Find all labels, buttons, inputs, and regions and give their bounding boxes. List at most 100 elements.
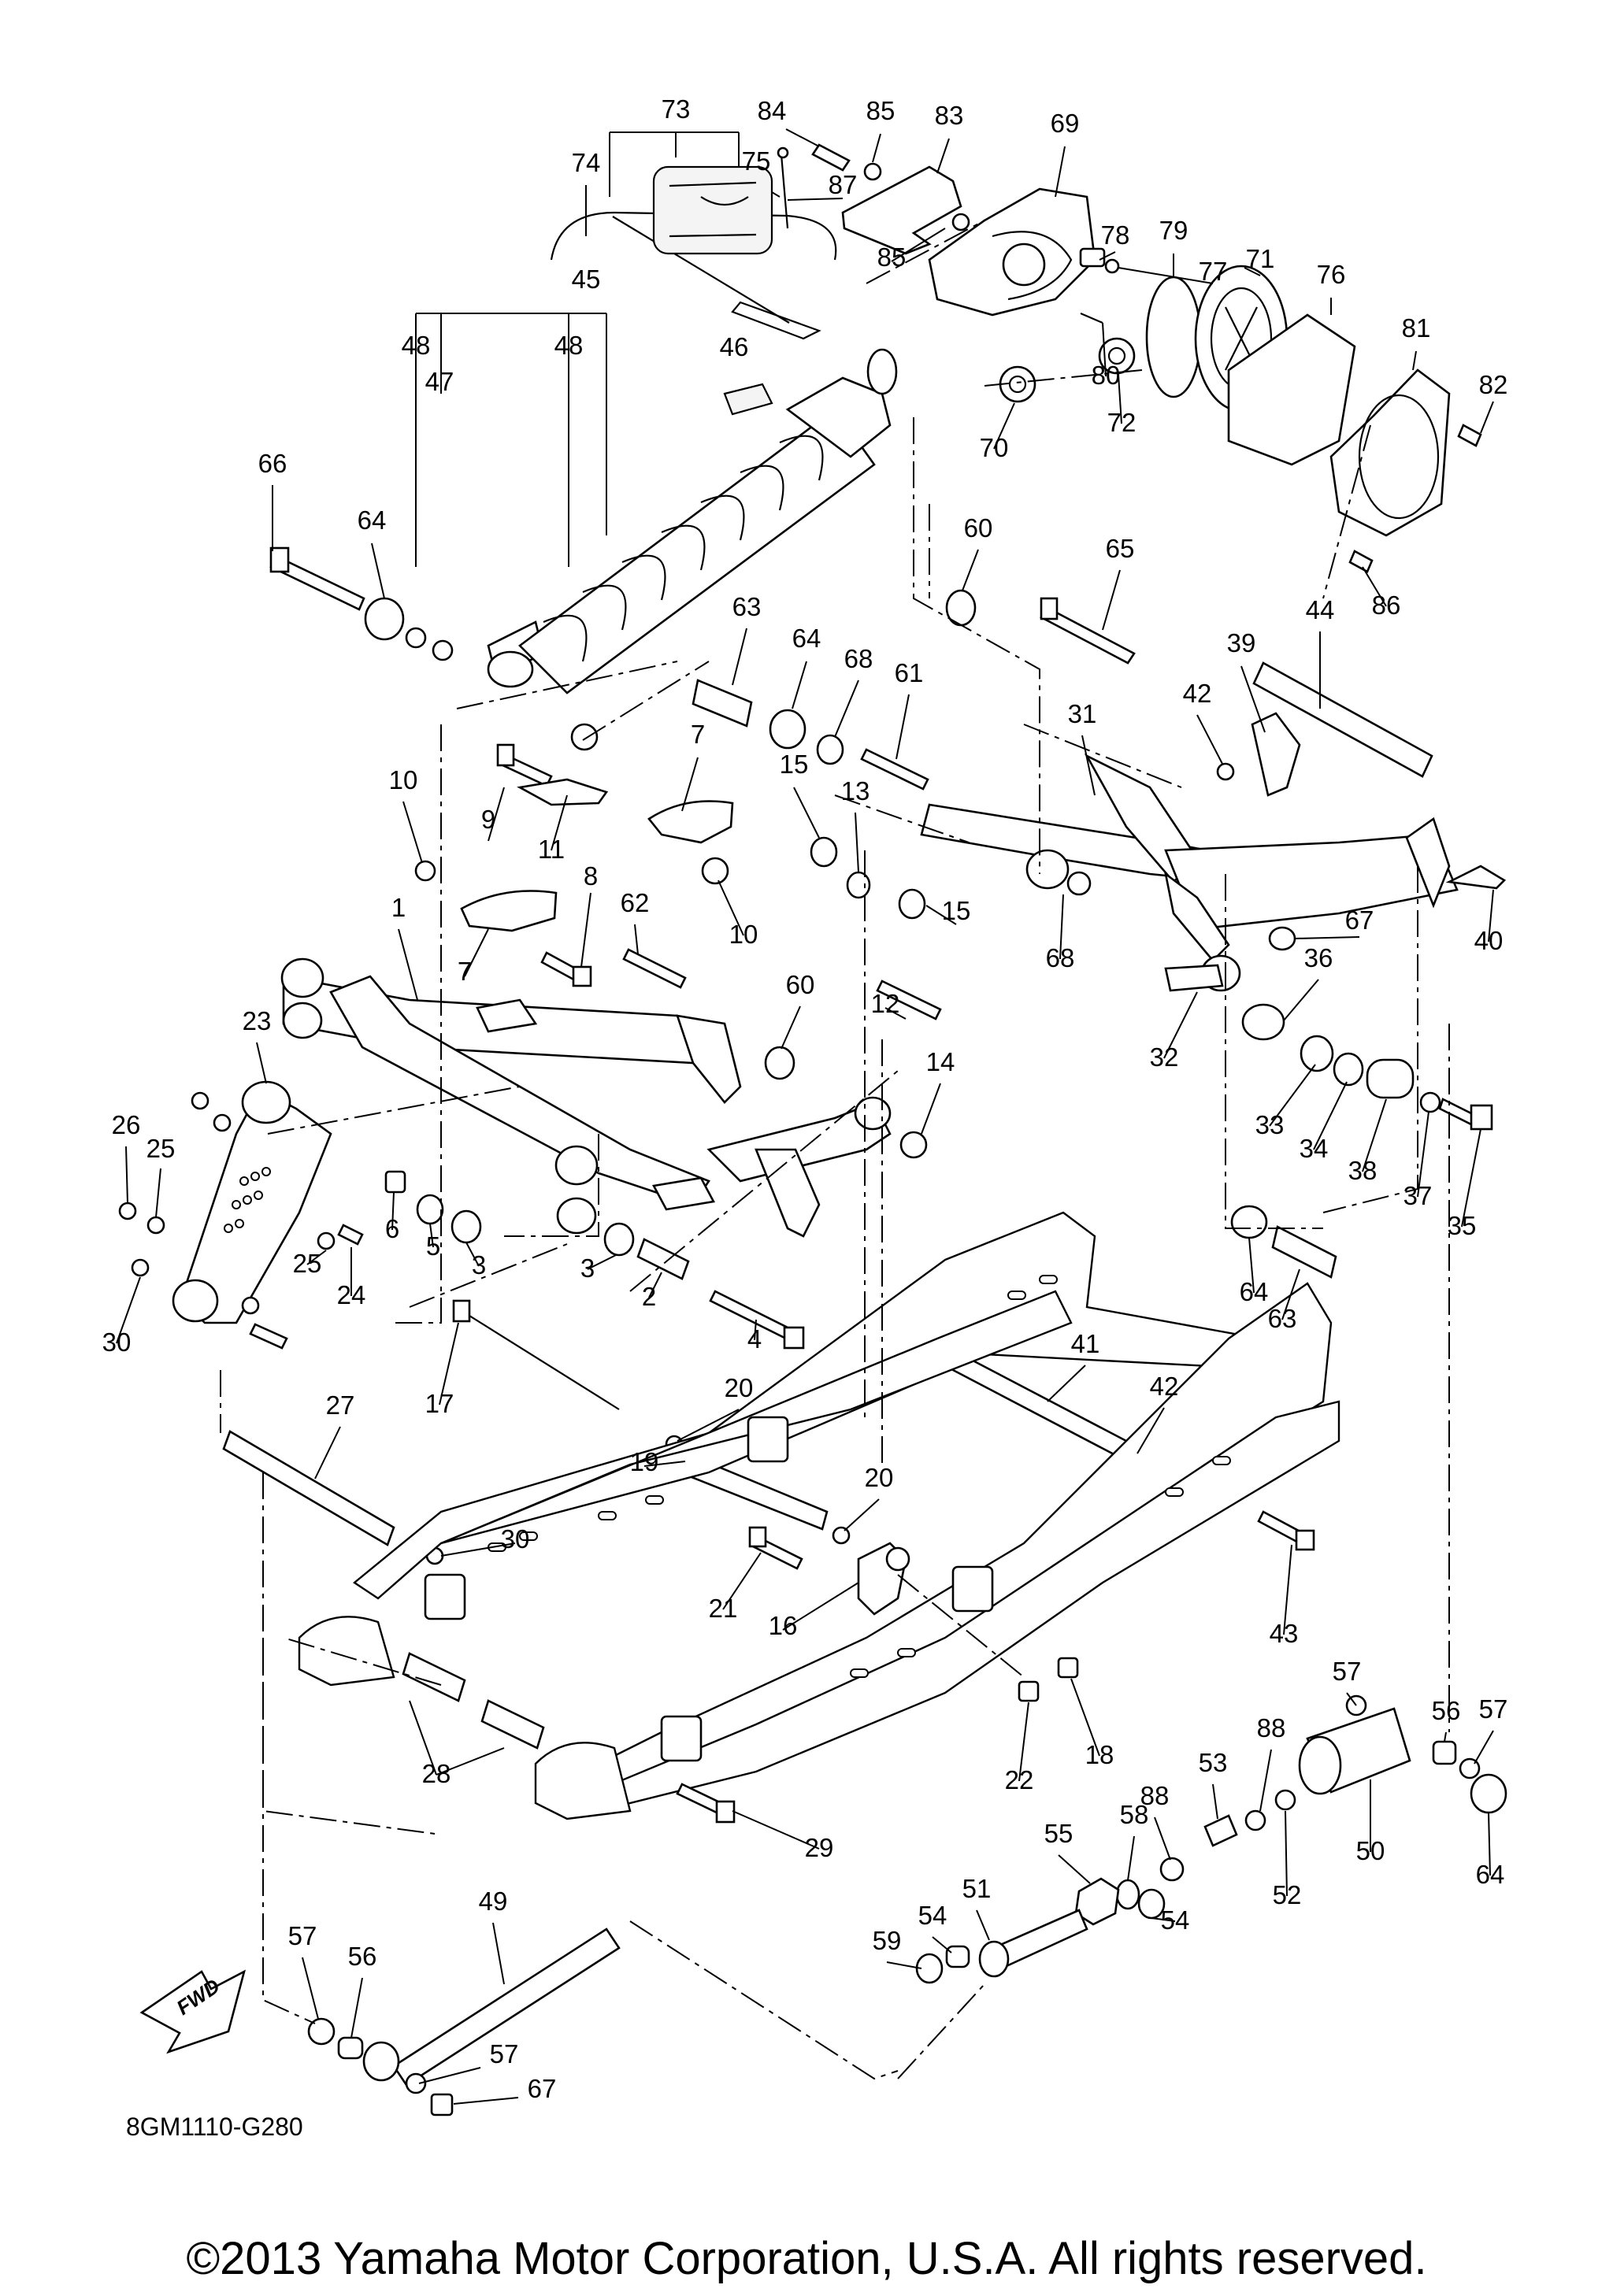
callout-57: 57 xyxy=(1333,1657,1362,1686)
callout-15: 15 xyxy=(942,896,971,925)
callout-32: 32 xyxy=(1150,1042,1179,1072)
callout-60: 60 xyxy=(964,513,993,543)
callout-55: 55 xyxy=(1044,1819,1073,1848)
callout-36: 36 xyxy=(1304,943,1333,972)
callout-48: 48 xyxy=(402,331,431,360)
callout-85: 85 xyxy=(877,243,907,272)
callout-87: 87 xyxy=(829,170,858,199)
callout-82: 82 xyxy=(1479,370,1508,399)
callout-80: 80 xyxy=(1092,361,1121,390)
callout-39: 39 xyxy=(1227,628,1256,657)
callout-19: 19 xyxy=(630,1447,659,1476)
callout-66: 66 xyxy=(258,449,287,478)
callout-5: 5 xyxy=(426,1231,440,1261)
callout-73: 73 xyxy=(662,94,691,124)
callout-38: 38 xyxy=(1348,1156,1378,1185)
callout-20: 20 xyxy=(725,1373,754,1402)
callout-63: 63 xyxy=(732,592,762,621)
callout-57: 57 xyxy=(1479,1694,1508,1724)
callout-4: 4 xyxy=(747,1324,762,1354)
callout-54: 54 xyxy=(1161,1905,1190,1935)
callout-9: 9 xyxy=(481,805,495,834)
callout-64: 64 xyxy=(1240,1277,1269,1306)
callout-33: 33 xyxy=(1255,1110,1285,1139)
callout-71: 71 xyxy=(1246,244,1275,273)
callout-46: 46 xyxy=(720,332,749,361)
callout-25: 25 xyxy=(293,1249,322,1278)
callout-74: 74 xyxy=(572,148,601,177)
callout-43: 43 xyxy=(1270,1619,1299,1648)
callout-54: 54 xyxy=(918,1901,947,1930)
callout-37: 37 xyxy=(1403,1181,1433,1210)
callout-79: 79 xyxy=(1159,216,1188,245)
callout-41: 41 xyxy=(1071,1329,1100,1358)
callout-17: 17 xyxy=(425,1389,454,1418)
callout-13: 13 xyxy=(841,776,870,805)
callout-20: 20 xyxy=(865,1463,894,1492)
callout-29: 29 xyxy=(805,1833,834,1862)
callout-30: 30 xyxy=(501,1524,530,1554)
callout-10: 10 xyxy=(389,765,418,794)
callout-31: 31 xyxy=(1068,699,1097,728)
callout-85: 85 xyxy=(866,96,895,125)
callout-84: 84 xyxy=(758,96,787,125)
callout-40: 40 xyxy=(1474,926,1504,955)
callout-88: 88 xyxy=(1257,1713,1286,1742)
callout-25: 25 xyxy=(146,1134,176,1163)
callout-6: 6 xyxy=(385,1214,399,1243)
callout-14: 14 xyxy=(926,1047,955,1076)
callout-23: 23 xyxy=(243,1006,272,1035)
callout-56: 56 xyxy=(348,1942,377,1971)
callout-28: 28 xyxy=(422,1759,451,1788)
callout-64: 64 xyxy=(792,624,821,653)
callout-24: 24 xyxy=(337,1280,366,1309)
callout-68: 68 xyxy=(844,644,873,673)
callout-59: 59 xyxy=(873,1926,902,1955)
callout-16: 16 xyxy=(769,1611,798,1640)
callout-3: 3 xyxy=(580,1254,595,1283)
callout-10: 10 xyxy=(729,920,758,949)
diagram-code: 8GM1110-G280 xyxy=(126,2113,303,2141)
callout-42: 42 xyxy=(1150,1372,1179,1401)
callout-21: 21 xyxy=(709,1594,738,1623)
callout-12: 12 xyxy=(871,989,900,1018)
callout-8: 8 xyxy=(584,861,598,891)
callout-42: 42 xyxy=(1183,679,1212,708)
callout-64: 64 xyxy=(358,505,387,535)
callout-15: 15 xyxy=(780,750,809,779)
callout-76: 76 xyxy=(1317,260,1346,289)
callout-34: 34 xyxy=(1300,1134,1329,1163)
callout-64: 64 xyxy=(1476,1860,1505,1889)
callout-48: 48 xyxy=(554,331,584,360)
callout-49: 49 xyxy=(479,1887,508,1916)
callout-62: 62 xyxy=(621,888,650,917)
callout-58: 58 xyxy=(1120,1800,1149,1829)
callout-7: 7 xyxy=(691,720,705,749)
callout-45: 45 xyxy=(572,265,601,294)
parts-artwork xyxy=(116,128,1507,2116)
callout-7: 7 xyxy=(458,957,472,986)
callout-44: 44 xyxy=(1306,595,1335,624)
callout-50: 50 xyxy=(1356,1836,1385,1865)
callout-18: 18 xyxy=(1085,1740,1114,1769)
callout-65: 65 xyxy=(1106,534,1135,563)
callout-72: 72 xyxy=(1107,408,1137,437)
callout-27: 27 xyxy=(326,1391,355,1420)
callout-30: 30 xyxy=(102,1328,132,1357)
callout-35: 35 xyxy=(1448,1211,1477,1240)
callout-57: 57 xyxy=(490,2039,519,2068)
callout-1: 1 xyxy=(391,893,406,922)
callout-26: 26 xyxy=(112,1110,141,1139)
callout-86: 86 xyxy=(1372,591,1401,620)
callout-3: 3 xyxy=(472,1250,486,1279)
callout-77: 77 xyxy=(1199,257,1228,286)
callout-47: 47 xyxy=(425,367,454,396)
callout-83: 83 xyxy=(935,101,964,130)
callout-67: 67 xyxy=(528,2074,557,2103)
callout-57: 57 xyxy=(288,1921,317,1950)
callout-52: 52 xyxy=(1273,1880,1302,1909)
callout-61: 61 xyxy=(895,658,924,687)
callout-22: 22 xyxy=(1005,1765,1034,1794)
